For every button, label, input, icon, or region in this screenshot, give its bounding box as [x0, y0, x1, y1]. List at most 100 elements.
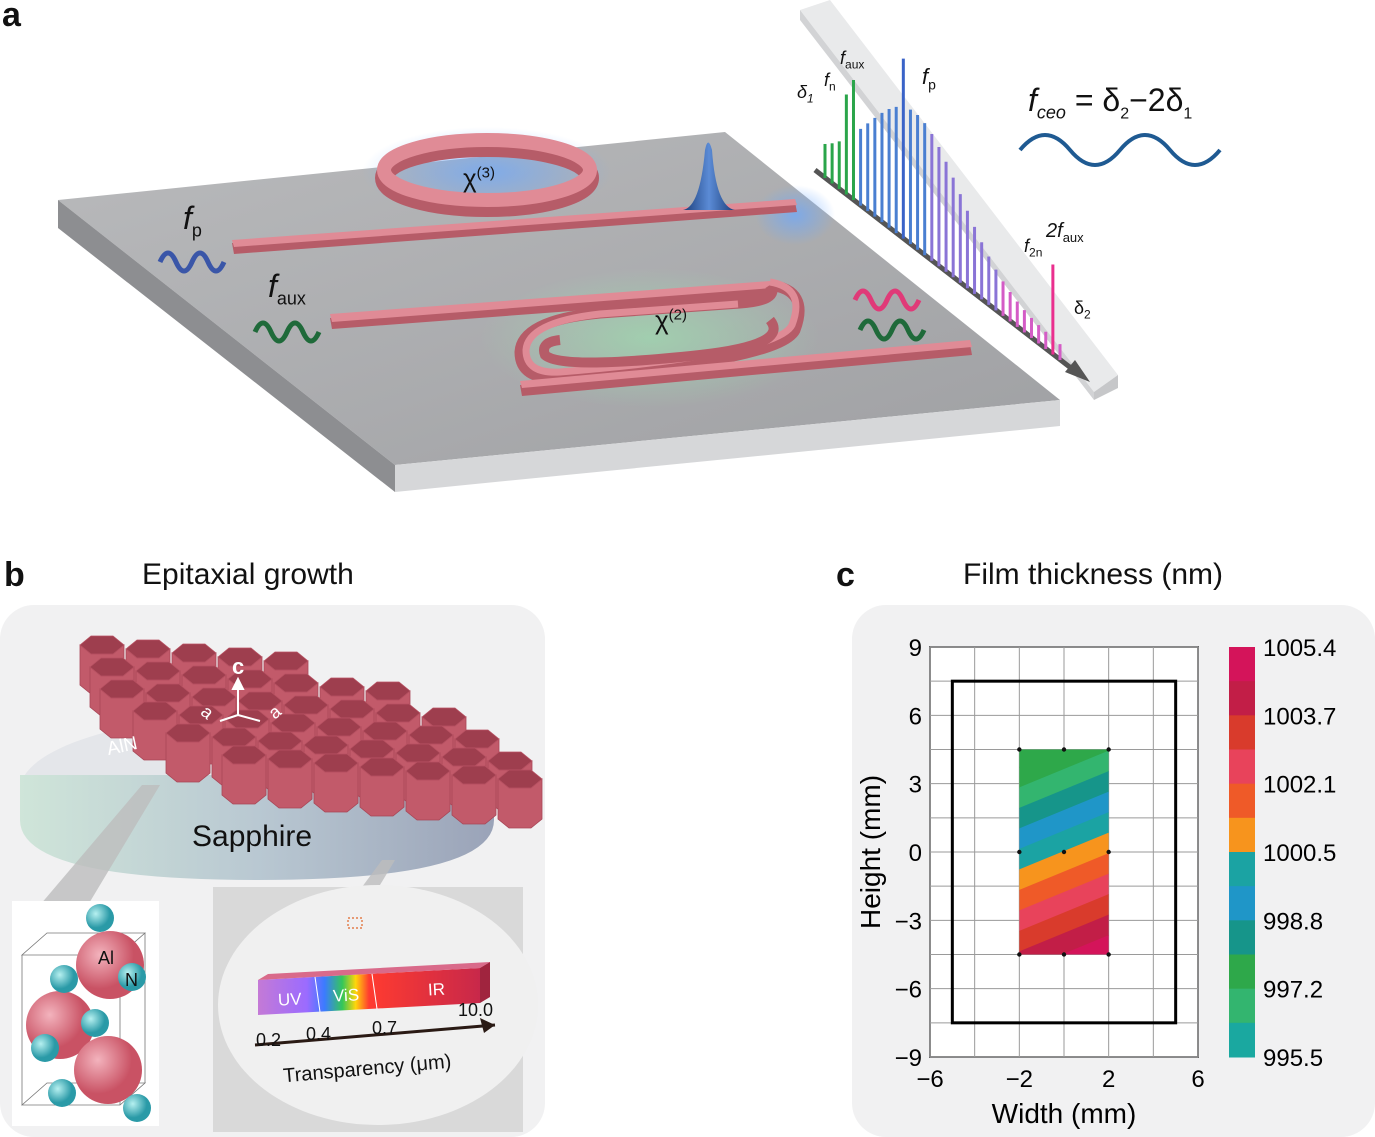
aln-hexagon-top [221, 745, 267, 765]
label-f2n: f2n [1024, 236, 1043, 260]
thickness-band [1019, 812, 1109, 871]
tick-10: 10.0 [458, 1000, 494, 1020]
thickness-band [1019, 853, 1109, 912]
aln-unit-cell [20, 904, 151, 1122]
aln-hexagon-top [267, 749, 313, 769]
panel-c-letter: c [836, 556, 855, 594]
x-tick-label: −6 [916, 1066, 943, 1093]
label-band-uv: UV [277, 989, 303, 1010]
crystal-axes [219, 676, 261, 722]
colorbar-tick-label: 1002.1 [1263, 772, 1336, 799]
colorbar-segment [1229, 715, 1255, 750]
aln-hexagon-top [89, 657, 135, 677]
x-tick-label: 6 [1191, 1066, 1204, 1093]
y-tick-label: −6 [895, 977, 922, 1004]
colorbar-segment [1229, 954, 1255, 990]
aln-hexagon-top [273, 673, 319, 693]
aln-hexagon-top [181, 665, 227, 685]
aln-hexagon-top [349, 739, 395, 759]
thickness-band [1019, 771, 1109, 830]
label-band-vis: ViS [332, 985, 360, 1006]
aln-hexagon-top [451, 765, 497, 785]
aln-hexagon-top [405, 761, 451, 781]
colorbar-segment [1229, 886, 1255, 921]
aln-hexagon-top [171, 643, 217, 663]
aln-hexagon-top [263, 651, 309, 671]
chi3-ring-resonator [375, 133, 599, 217]
x-axis-label: Width (mm) [992, 1098, 1137, 1129]
thickness-band [1019, 750, 1109, 809]
aln-hexagon-top [165, 723, 211, 743]
y-axis-label: Height (mm) [855, 775, 886, 929]
colorbar-tick-label: 998.8 [1263, 908, 1323, 935]
y-tick-label: −3 [895, 908, 922, 935]
soliton-pulse [683, 142, 735, 210]
aln-hexagon-top [313, 753, 359, 773]
colorbar-segment [1229, 988, 1255, 1024]
panel-a-letter: a [2, 0, 21, 34]
label-delta1: δ1 [797, 82, 814, 106]
label-faux-spectrum: faux [840, 48, 865, 72]
colorbar-segment [1229, 920, 1255, 955]
colorbar-segment [1229, 647, 1255, 682]
transparency-arrow [254, 1023, 496, 1047]
transparency-band [258, 962, 490, 1015]
label-fp-spectrum: fp [922, 64, 936, 93]
chi2-waveguide [330, 278, 972, 396]
aln-hexagon-top [441, 747, 487, 767]
colorbar-tick-label: 1003.7 [1263, 703, 1336, 730]
panel-a-illustration [58, 0, 1222, 492]
sample-point [1061, 849, 1067, 855]
label-fceo-equation: fceo = δ2−2δ1 [1028, 82, 1193, 123]
fceo-wave [1018, 133, 1222, 167]
aln-hexagon-top [359, 757, 405, 777]
label-sapphire: Sapphire [192, 820, 313, 853]
aln-hexagon-top [211, 727, 257, 747]
panel-b-illustration [12, 635, 543, 1132]
y-tick-label: 9 [909, 635, 922, 662]
colorbar-tick-label: 1005.4 [1263, 635, 1336, 662]
thickness-band [1019, 873, 1109, 932]
y-tick-label: 0 [909, 840, 922, 867]
label-faux-input: faux [268, 268, 306, 309]
y-tick-label: −9 [895, 1045, 922, 1072]
thickness-band [1061, 935, 1109, 955]
x-tick-label: 2 [1102, 1066, 1115, 1093]
comb-spectrum [813, 58, 1090, 382]
thickness-heatmap [1019, 749, 1109, 955]
faux-input-wave [252, 320, 322, 344]
thickness-band [1019, 894, 1109, 953]
label-fp-input: fp [183, 200, 202, 241]
sample-point [1017, 747, 1022, 752]
y-tick-label: 3 [909, 772, 922, 799]
label-atom-n: N [125, 970, 138, 990]
sample-point [1061, 952, 1067, 957]
output-wave-red [852, 288, 922, 312]
colorbar-segment [1229, 749, 1255, 785]
pump-waveguide [232, 199, 797, 254]
colorbar-segment [1229, 817, 1255, 853]
aln-hexagon-top [395, 743, 441, 763]
fp-input-wave [157, 250, 227, 274]
colorbar-segment [1229, 1022, 1255, 1058]
panel-b-letter: b [4, 556, 25, 594]
panel-c-title: Film thickness (nm) [963, 558, 1224, 591]
label-delta2: δ2 [1074, 298, 1091, 322]
tick-0-7: 0.7 [372, 1018, 398, 1038]
colorbar-tick-label: 997.2 [1263, 977, 1323, 1004]
label-axis-c: c [232, 654, 245, 679]
label-band-ir: IR [427, 979, 446, 1000]
aln-hexagon-top [303, 735, 349, 755]
aln-hexagon-top [135, 661, 181, 681]
colorbar-tick-label: 995.5 [1263, 1045, 1323, 1072]
label-chi3: χ(3) [463, 163, 495, 193]
tick-0-4: 0.4 [306, 1024, 332, 1044]
sample-point [1017, 952, 1022, 957]
label-fn: fn [824, 70, 836, 94]
colorbar-segment [1229, 852, 1255, 887]
colorbar-segment [1229, 681, 1255, 716]
sample-point [1017, 849, 1022, 855]
output-wave-green [857, 318, 927, 342]
thickness-band [1019, 832, 1109, 891]
